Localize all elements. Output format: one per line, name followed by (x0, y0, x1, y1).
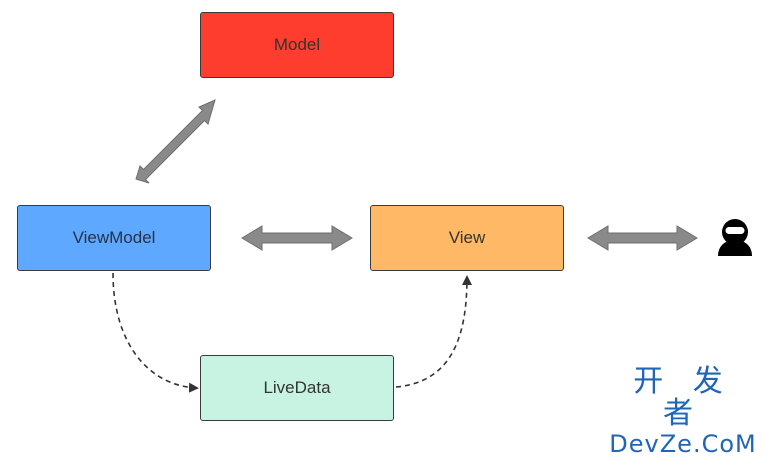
site-watermark: 开 发 者 DevZe.CoM (608, 366, 758, 458)
model-box: Model (200, 12, 394, 78)
model-viewmodel-arrow (135, 99, 216, 184)
view-user-arrow (587, 225, 698, 251)
user-avatar-icon (718, 219, 752, 256)
model-label: Model (273, 35, 321, 54)
livedata-view-dashed-arrow (395, 275, 472, 388)
viewmodel-box: ViewModel (17, 205, 211, 271)
viewmodel-livedata-dashed-arrow (112, 272, 199, 393)
livedata-box: LiveData (200, 355, 394, 421)
viewmodel-label: ViewModel (72, 228, 156, 247)
view-box: View (370, 205, 564, 271)
watermark-chinese: 开 发 者 (633, 364, 733, 431)
diagram-canvas (112, 99, 752, 393)
viewmodel-view-arrow (241, 225, 353, 251)
livedata-label: LiveData (263, 378, 331, 397)
watermark-site: DevZe.CoM (609, 430, 757, 458)
view-label: View (448, 228, 486, 247)
